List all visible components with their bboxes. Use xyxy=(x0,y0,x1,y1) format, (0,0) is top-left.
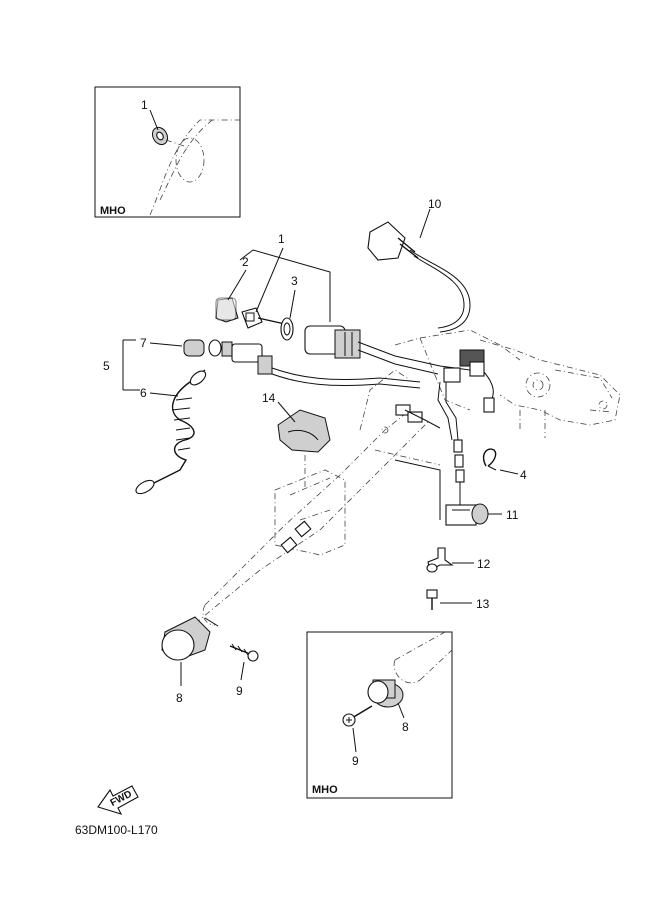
bracket-part xyxy=(426,547,454,573)
callout-5: 5 xyxy=(103,359,110,373)
main-switch-part xyxy=(304,325,471,375)
callout-2: 2 xyxy=(242,255,249,269)
screw-part-inset xyxy=(342,705,373,727)
grip-cover-part xyxy=(277,409,331,453)
callout-10: 10 xyxy=(428,197,442,211)
stop-switch-cap-part xyxy=(183,339,205,357)
callout-4: 4 xyxy=(520,468,527,482)
lanyard-part xyxy=(135,369,207,495)
bolt-part xyxy=(426,589,438,610)
inset-top-tag: MHO xyxy=(100,205,126,217)
switch-cap-part xyxy=(215,297,239,323)
callout-7: 7 xyxy=(140,336,147,350)
wire-harness-part xyxy=(367,221,471,333)
callout-3: 3 xyxy=(291,274,298,288)
key-part xyxy=(241,307,286,329)
callout-14: 14 xyxy=(262,391,276,405)
callout-9: 9 xyxy=(236,684,243,698)
callout-1: 1 xyxy=(278,232,285,246)
inset-bottom-tag: MHO xyxy=(312,784,338,796)
clip-part xyxy=(482,448,497,471)
wiring-connectors xyxy=(395,349,495,505)
tiller-handle-outline xyxy=(174,329,521,641)
tiller-cap-part xyxy=(161,616,219,661)
inset-bottom: 8 9 MHO xyxy=(306,631,453,799)
pivot-bracket-outline xyxy=(479,339,621,438)
inset-bottom-callout-9: 9 xyxy=(352,754,359,768)
inset-top-callout: 1 xyxy=(141,98,148,112)
callout-13: 13 xyxy=(476,597,490,611)
handle-connector xyxy=(280,520,312,554)
stop-switch-part xyxy=(208,339,421,389)
fwd-arrow-icon: FWD xyxy=(97,785,139,815)
drawing-code: 63DM100-L170 xyxy=(75,823,158,837)
grommet-part xyxy=(151,126,169,146)
inset-top: 1 MHO xyxy=(94,86,241,218)
callout-11: 11 xyxy=(506,508,519,522)
callout-12: 12 xyxy=(477,557,491,571)
callout-6: 6 xyxy=(140,386,147,400)
screw-part xyxy=(229,643,259,662)
nut-part xyxy=(280,317,294,341)
callout-8: 8 xyxy=(176,691,183,705)
relay-part xyxy=(445,503,489,526)
inset-bottom-callout-8: 8 xyxy=(402,720,409,734)
tiller-cap-part-inset xyxy=(367,679,404,708)
